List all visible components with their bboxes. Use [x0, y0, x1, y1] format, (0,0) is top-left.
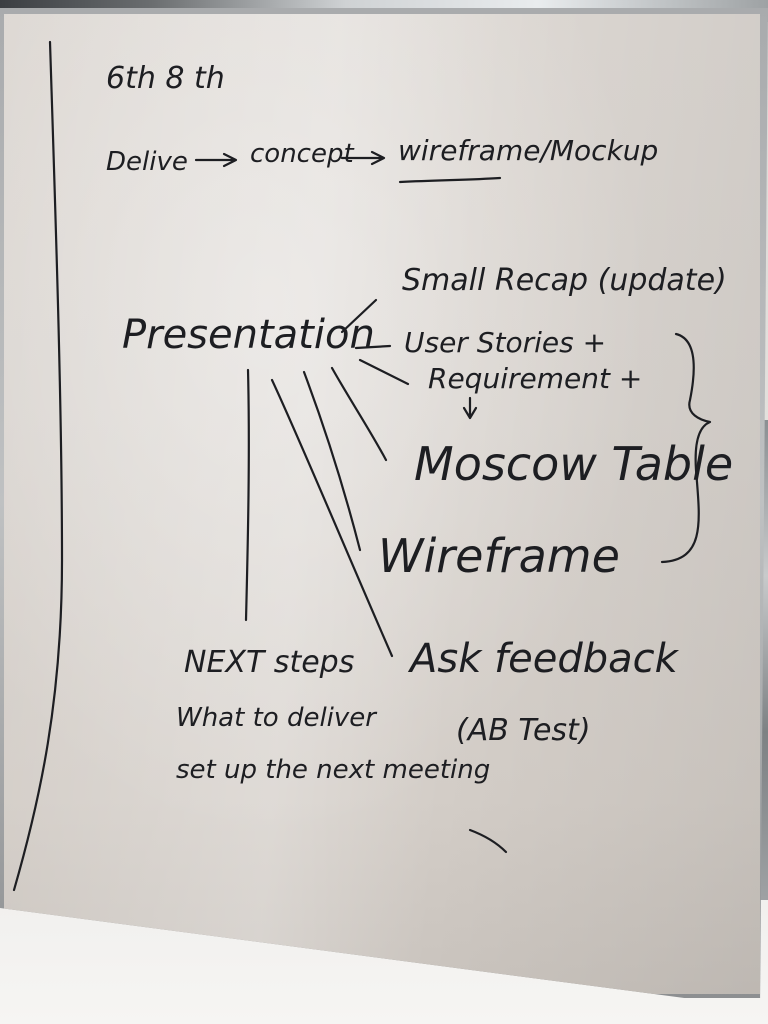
divider-line: [12, 40, 64, 892]
arrow-1: [194, 152, 238, 168]
ab-test-text: (AB Test): [456, 713, 591, 748]
whiteboard-surface: [4, 14, 760, 994]
next-steps-line2: set up the next meeting: [176, 755, 490, 785]
whiteboard: [0, 8, 768, 998]
ask-feedback-text: Ask feedback: [407, 636, 680, 682]
flow-step-delive: Delive: [106, 147, 188, 177]
user-stories-text: User Stories +: [404, 326, 606, 359]
arrow-2: [340, 150, 386, 166]
moscow-text: Moscow Table: [414, 437, 733, 491]
branch-line-userstories: [354, 344, 392, 350]
branch-line-requirement: [358, 358, 410, 386]
flow-step-concept: concept: [250, 139, 354, 169]
presentation-text: Presentation: [122, 312, 375, 358]
wireframe-text: Wireframe: [378, 529, 620, 583]
grouping-bracket: [660, 332, 712, 564]
recap-text: Small Recap (update): [402, 263, 727, 298]
requirement-text: Requirement +: [428, 362, 642, 395]
meeting-flourish: [468, 828, 508, 854]
branch-line-recap: [340, 298, 378, 334]
date-text: 6th 8 th: [106, 61, 225, 96]
branch-line-nextsteps: [244, 368, 250, 622]
branch-line-wireframe: [302, 370, 362, 552]
branch-line-feedback: [270, 378, 394, 658]
next-steps-title: NEXT steps: [184, 645, 354, 680]
flow-step-wireframe: wireframe/Mockup: [398, 134, 658, 167]
branch-line-moscow: [330, 366, 388, 462]
requirement-arrow: [462, 396, 478, 420]
next-steps-line1: What to deliver: [176, 703, 378, 733]
wireframe-underline: [398, 176, 502, 184]
